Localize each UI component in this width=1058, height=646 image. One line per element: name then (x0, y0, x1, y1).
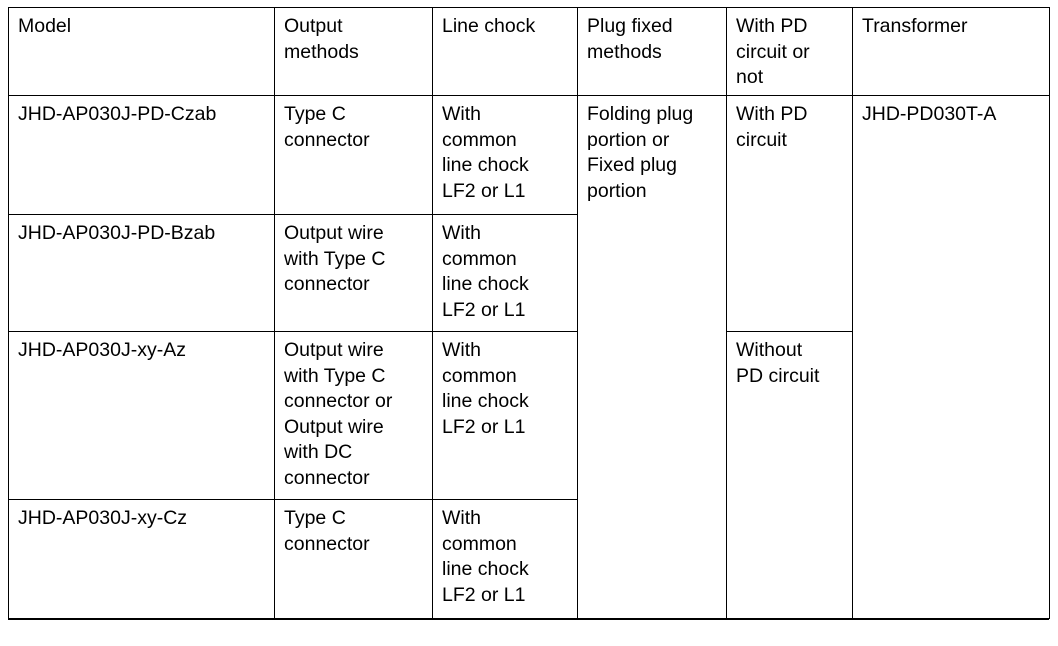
spec-table-container: Model Output methods Line chock Plug fix… (8, 7, 1050, 620)
column-header-line-chock: Line chock (432, 7, 578, 96)
table-row: JHD-AP030J-PD-Bzab Output wire with Type… (8, 214, 1050, 332)
table-row: JHD-AP030J-xy-Cz Type C connector With c… (8, 499, 1050, 619)
cell-output-methods: Output wire with Type C connector (274, 214, 433, 332)
table-header-row: Model Output methods Line chock Plug fix… (8, 7, 1050, 96)
cell-line-chock: With common line chock LF2 or L1 (432, 331, 578, 500)
cell-output-methods: Type C connector (274, 499, 433, 619)
product-model-specification-table: Model Output methods Line chock Plug fix… (8, 7, 1050, 619)
table-row: JHD-AP030J-xy-Az Output wire with Type C… (8, 331, 1050, 619)
cell-without-pd-circuit-merged: Without PD circuit (726, 331, 853, 619)
cell-model: JHD-AP030J-PD-Bzab (8, 214, 275, 332)
cell-transformer-merged: JHD-PD030T-A (852, 95, 1050, 619)
cell-with-pd-circuit-merged: With PD circuit (726, 95, 853, 332)
cell-model: JHD-AP030J-xy-Az (8, 331, 275, 500)
cell-model: JHD-AP030J-xy-Cz (8, 499, 275, 619)
column-header-plug-fixed-methods: Plug fixed methods (577, 7, 727, 96)
cell-output-methods: Type C connector (274, 95, 433, 215)
column-header-output-methods: Output methods (274, 7, 433, 96)
cell-line-chock: With common line chock LF2 or L1 (432, 214, 578, 332)
table-row: JHD-AP030J-PD-Czab Type C connector With… (8, 95, 1050, 619)
cell-line-chock: With common line chock LF2 or L1 (432, 95, 578, 215)
cell-model: JHD-AP030J-PD-Czab (8, 95, 275, 215)
column-header-transformer: Transformer (852, 7, 1050, 96)
cell-output-methods: Output wire with Type C connector or Out… (274, 331, 433, 500)
column-header-model: Model (8, 7, 275, 96)
column-header-with-pd-circuit-or-not: With PD circuit or not (726, 7, 853, 96)
cell-plug-fixed-methods-merged: Folding plug portion or Fixed plug porti… (577, 95, 727, 619)
cell-line-chock: With common line chock LF2 or L1 (432, 499, 578, 619)
